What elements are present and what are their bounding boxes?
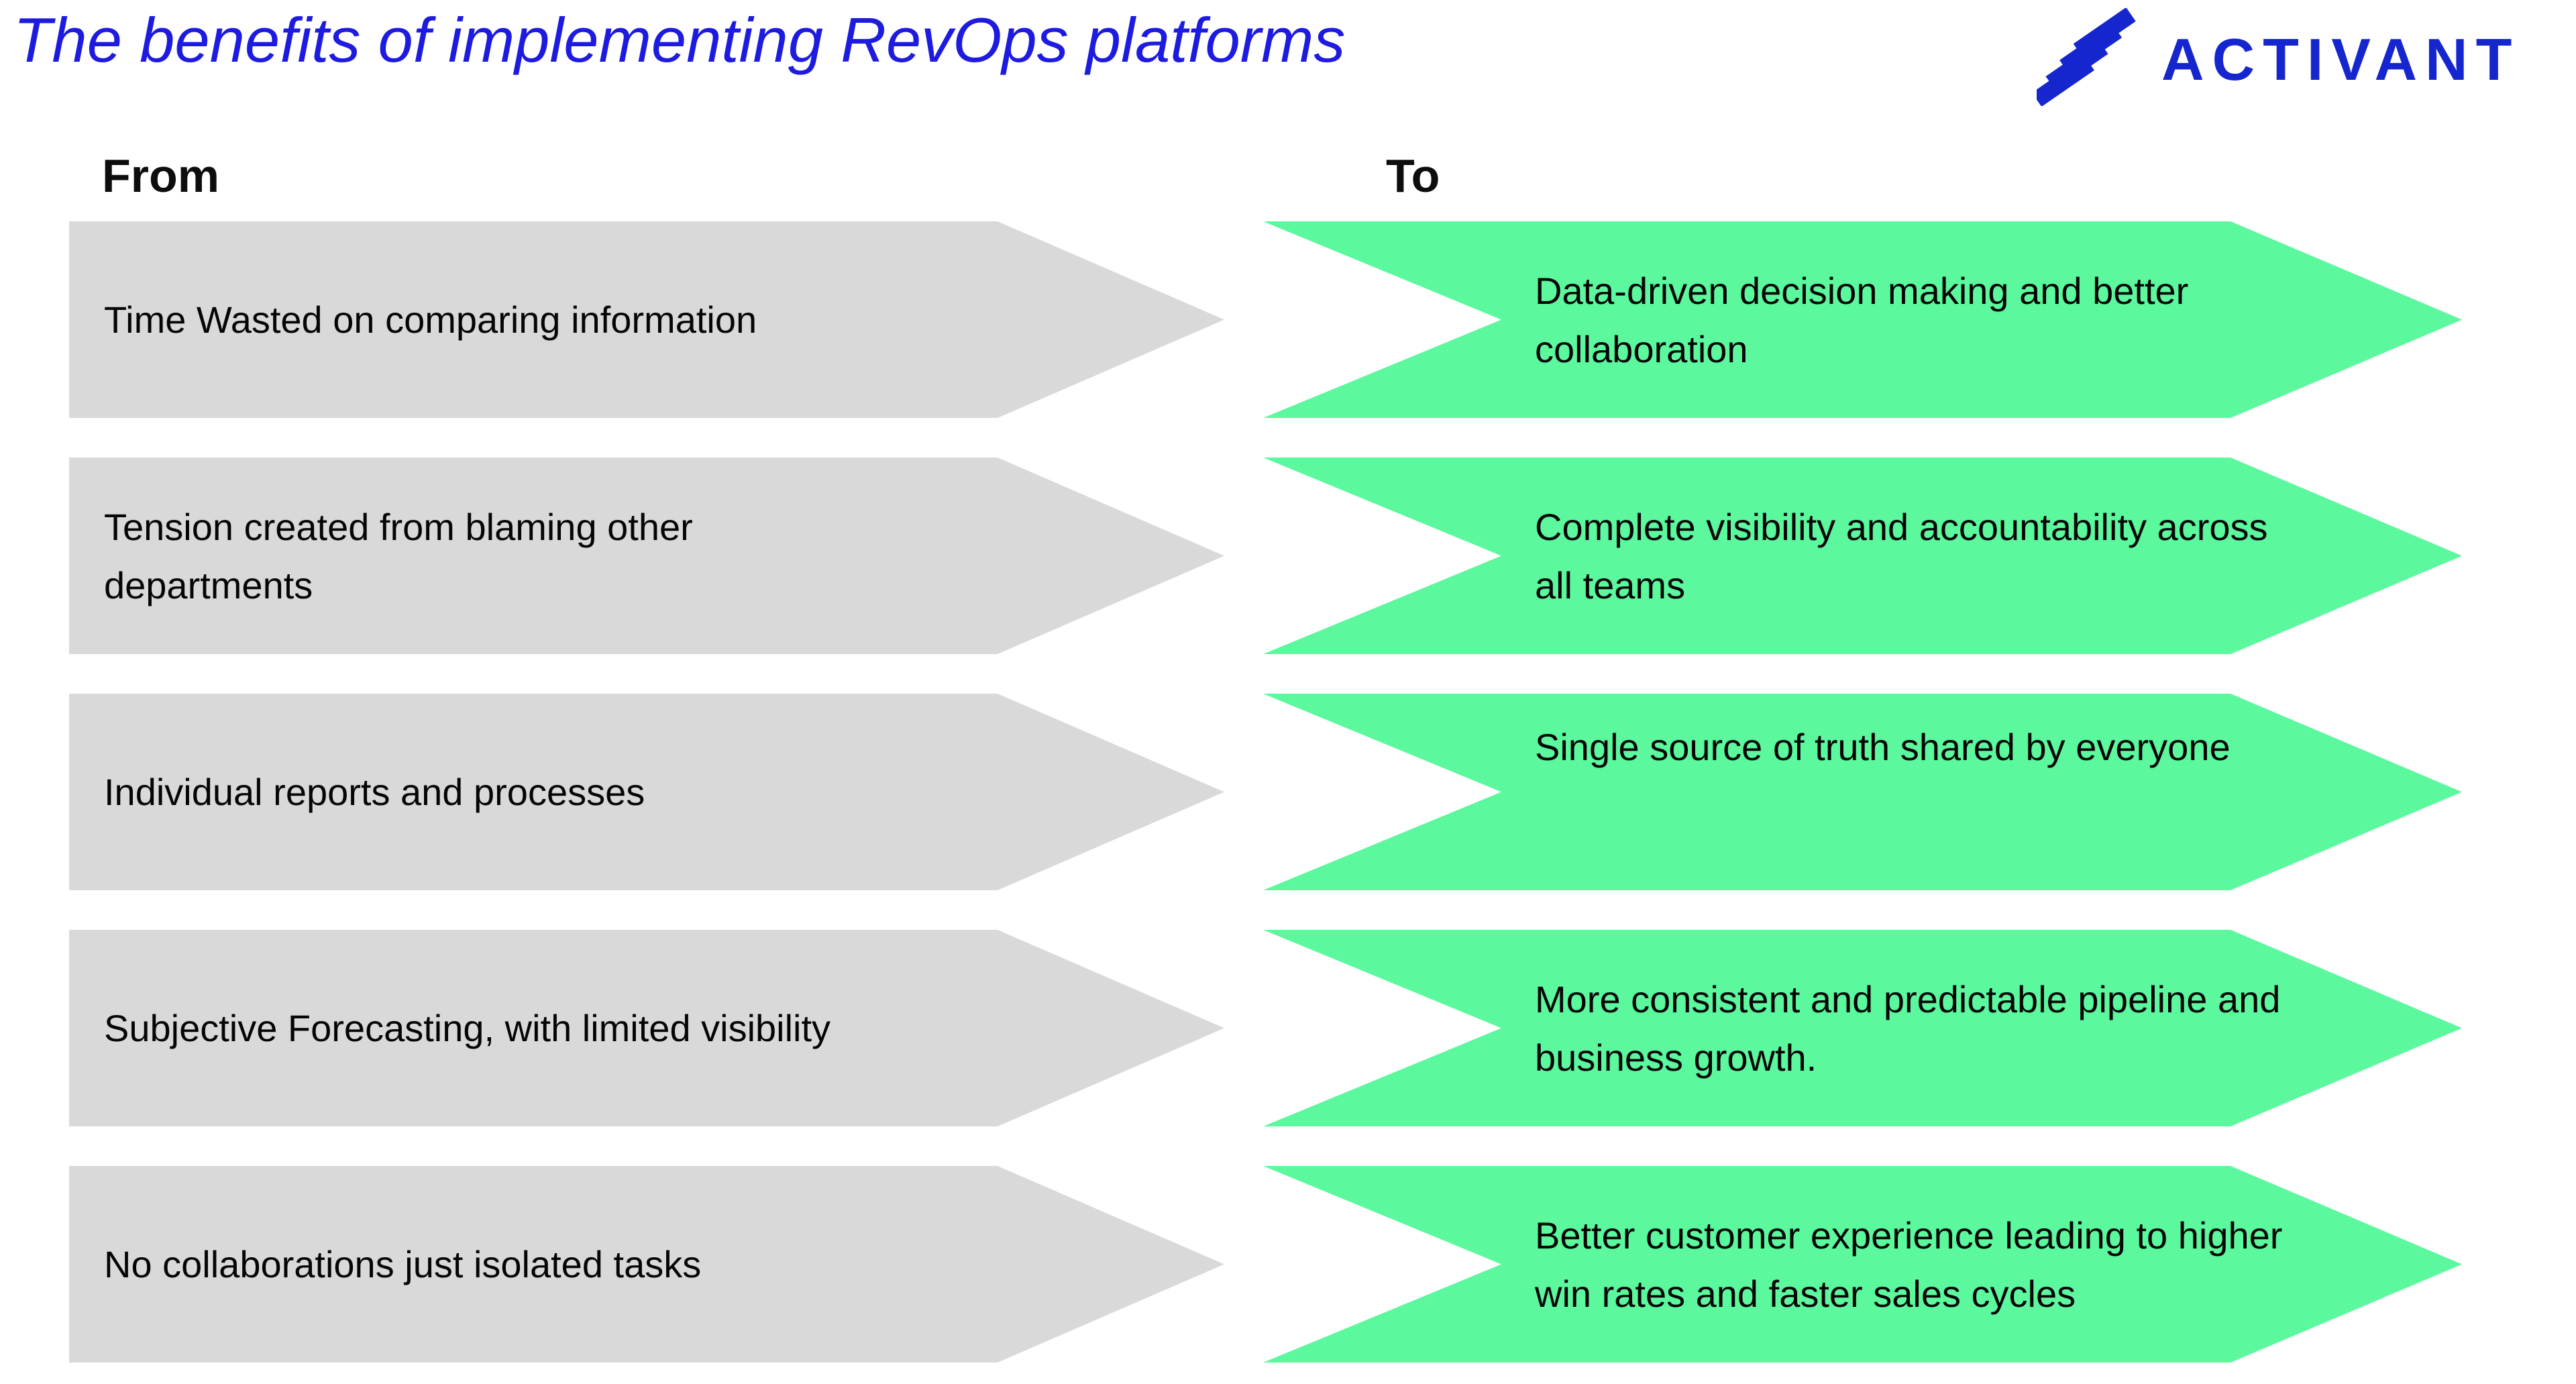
activant-slashes-icon bbox=[2037, 8, 2136, 106]
benefit-row: Time Wasted on comparing information Dat… bbox=[0, 221, 2576, 418]
from-arrow-shape: No collaborations just isolated tasks bbox=[69, 1166, 1224, 1363]
from-arrow-shape: Tension created from blaming other depar… bbox=[69, 458, 1224, 654]
column-header-from: From bbox=[102, 150, 219, 202]
to-label: More consistent and predictable pipeline… bbox=[1535, 977, 2281, 1079]
to-label: Single source of truth shared by everyon… bbox=[1535, 726, 2231, 768]
page-title: The benefits of implementing RevOps plat… bbox=[13, 5, 1346, 75]
activant-wordmark: ACTIVANT bbox=[2161, 26, 2520, 93]
from-label: No collaborations just isolated tasks bbox=[104, 1243, 702, 1285]
to-arrow-shape: Better customer experience leading to hi… bbox=[1263, 1166, 2462, 1363]
to-arrow-shape: Complete visibility and accountability a… bbox=[1263, 458, 2462, 654]
benefit-row: Subjective Forecasting, with limited vis… bbox=[0, 930, 2576, 1126]
to-label: Complete visibility and accountability a… bbox=[1535, 505, 2268, 606]
benefit-row: Individual reports and processes Single … bbox=[0, 694, 2576, 890]
from-label: Subjective Forecasting, with limited vis… bbox=[104, 1007, 831, 1049]
to-arrow-shape: More consistent and predictable pipeline… bbox=[1263, 930, 2462, 1126]
column-header-to: To bbox=[1386, 150, 1440, 202]
from-arrow-shape: Individual reports and processes bbox=[69, 694, 1224, 890]
to-label: Better customer experience leading to hi… bbox=[1535, 1214, 2283, 1315]
to-arrow-shape: Single source of truth shared by everyon… bbox=[1263, 694, 2462, 890]
benefit-row: No collaborations just isolated tasks Be… bbox=[0, 1166, 2576, 1363]
from-label: Tension created from blaming other depar… bbox=[104, 505, 693, 606]
from-arrow-shape: Time Wasted on comparing information bbox=[69, 221, 1224, 418]
to-arrow-shape: Data-driven decision making and better c… bbox=[1263, 221, 2462, 418]
from-arrow-shape: Subjective Forecasting, with limited vis… bbox=[69, 930, 1224, 1126]
benefit-row: Tension created from blaming other depar… bbox=[0, 458, 2576, 654]
from-label: Individual reports and processes bbox=[104, 771, 645, 813]
from-label: Time Wasted on comparing information bbox=[104, 299, 757, 341]
to-label: Data-driven decision making and better c… bbox=[1535, 269, 2189, 370]
